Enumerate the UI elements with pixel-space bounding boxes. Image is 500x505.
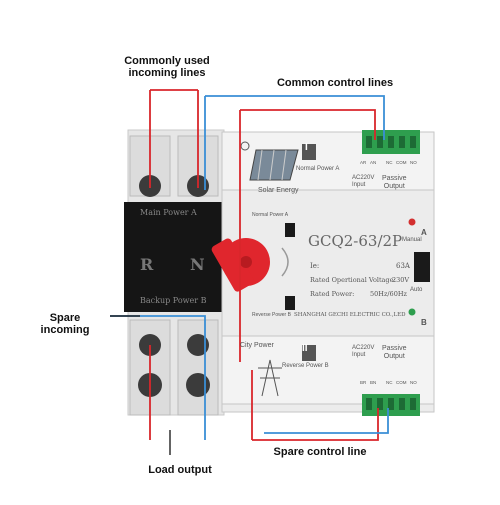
ie-value: 63A	[396, 262, 410, 270]
badge-1	[302, 144, 316, 160]
model-label: GCQ2-63/2P	[308, 232, 403, 250]
indicator-a-label: A	[421, 228, 427, 237]
pointer-lines	[110, 315, 171, 455]
passive-line-1: Passive	[382, 345, 407, 352]
auto-label: Auto	[410, 287, 423, 293]
indicator-light-b	[408, 308, 416, 316]
ac-input-line-2: Input	[352, 352, 366, 359]
screw-icon	[186, 373, 210, 397]
manual-label: Manual	[402, 237, 422, 243]
label-line-2: incoming lines	[128, 67, 206, 80]
terminal-label-top-2: NC	[386, 160, 393, 165]
normal-power-a-small: Normal Power A	[252, 212, 289, 218]
screw-icon	[187, 334, 209, 356]
terminal-label-top-1: AN	[370, 160, 377, 165]
roman-numeral-1: I	[305, 142, 308, 153]
ac-input-bottom: AC220V Input	[352, 345, 374, 359]
backup-power-label: Backup Power B	[140, 296, 207, 305]
passive-output-bottom: Passive Output	[382, 345, 407, 362]
handle-icon[interactable]	[210, 237, 270, 293]
rated-voltage-label: Rated Opertional Voltage:	[310, 276, 396, 284]
terminal-label-top-3: COM	[396, 160, 407, 165]
label-line-2: incoming	[40, 324, 90, 337]
reverse-power-b-small: Reverse Power B	[252, 312, 291, 318]
rated-power-value: 50Hz/60Hz	[370, 290, 407, 298]
ac-input-line-1: AC220V	[352, 175, 375, 181]
label-spare-incoming: Spare incoming	[25, 312, 105, 336]
ac-input-line-2: Input	[352, 182, 366, 189]
blue-wires	[110, 95, 389, 440]
black-block	[124, 202, 224, 312]
pole-n-label: N	[190, 255, 205, 274]
ie-label: Ie:	[310, 262, 320, 270]
terminal-label-bot-4: NO	[410, 380, 417, 385]
ac-input-line-1: AC220V	[352, 345, 375, 351]
terminal-label-top-4: NO	[410, 160, 417, 165]
manual-auto-switch[interactable]	[414, 252, 430, 282]
normal-power-a-label: Normal Power A	[296, 166, 340, 172]
solar-panel-icon	[240, 141, 299, 181]
red-wires	[149, 89, 379, 441]
label-common-control: Common control lines	[276, 77, 394, 89]
window-a	[285, 223, 295, 237]
ac-input-top: AC220V Input	[352, 175, 374, 189]
label-line-1: Commonly used	[124, 55, 210, 67]
city-power-label: City Power	[240, 342, 274, 349]
label-commonly-used: Commonly used incoming lines	[112, 55, 222, 79]
passive-line-2: Output	[383, 183, 405, 191]
bottom-module	[221, 335, 435, 405]
label-load-output: Load output	[148, 464, 212, 476]
rotate-arrow-icon	[281, 247, 289, 277]
pole-r-label: R	[140, 255, 154, 274]
indicator-b-label: B	[421, 318, 427, 327]
indicator-light-a	[408, 218, 416, 226]
badge-2	[302, 345, 316, 361]
roman-numeral-2: II	[302, 343, 308, 354]
label-spare-control: Spare control line	[273, 446, 367, 458]
passive-line-2: Output	[383, 353, 405, 361]
terminal-label-top-0: AR	[360, 160, 367, 165]
terminal-label-bot-1: BN	[370, 380, 377, 385]
terminal-label-bot-2: NC	[386, 380, 393, 385]
solar-energy-label: Solar Energy	[258, 187, 299, 194]
passive-output-top: Passive Output	[382, 175, 407, 192]
rated-voltage-value: 230V	[392, 276, 410, 284]
reverse-power-b-label: Reverse Power B	[282, 363, 329, 369]
terminal-label-bot-0: BR	[360, 380, 367, 385]
rated-power-label: Rated Power:	[310, 290, 355, 298]
label-line-1: Spare	[49, 312, 81, 324]
maker-label: SHANGHAI GECHI ELECTRIC CO.,LED	[294, 312, 406, 318]
passive-line-1: Passive	[382, 175, 407, 182]
main-power-label: Main Power A	[140, 208, 197, 217]
pylon-icon	[258, 359, 282, 397]
window-b	[285, 296, 295, 310]
terminal-label-bot-3: COM	[396, 380, 407, 385]
